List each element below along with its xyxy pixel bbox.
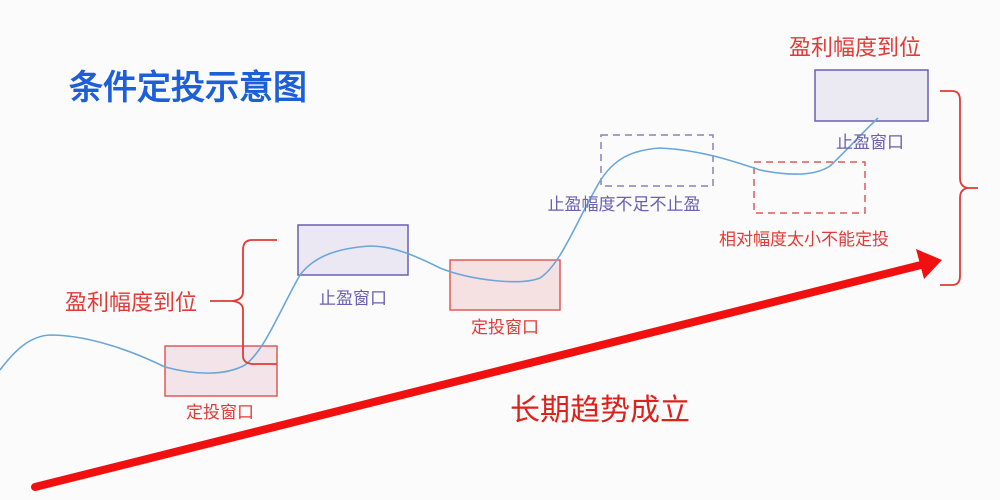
label-profit-reached-right: 盈利幅度到位 bbox=[788, 36, 922, 61]
left-brace bbox=[210, 239, 277, 365]
insufficient-take-profit-box bbox=[600, 134, 714, 187]
right-brace bbox=[940, 90, 978, 286]
label-take-profit-window-2: 止盈窗口 bbox=[836, 133, 904, 153]
diagram-title: 条件定投示意图 bbox=[69, 68, 307, 108]
trend-arrow-head bbox=[916, 249, 942, 279]
price-curve bbox=[0, 117, 879, 374]
label-take-profit-window-1: 止盈窗口 bbox=[319, 289, 387, 309]
take-profit-box-1 bbox=[297, 224, 409, 276]
take-profit-box-2 bbox=[814, 69, 929, 122]
dca-window-box-2 bbox=[449, 259, 561, 311]
label-too-small-no-dca: 相对幅度太小不能定投 bbox=[719, 230, 889, 250]
trend-arrow-shaft bbox=[31, 260, 929, 491]
label-dca-window-2: 定投窗口 bbox=[471, 318, 539, 338]
label-long-term-trend: 长期趋势成立 bbox=[510, 393, 690, 428]
too-small-dca-box bbox=[753, 161, 866, 214]
label-profit-reached-left: 盈利幅度到位 bbox=[64, 291, 198, 316]
label-insufficient-take-profit: 止盈幅度不足不止盈 bbox=[547, 195, 701, 215]
label-dca-window-1: 定投窗口 bbox=[186, 403, 254, 423]
